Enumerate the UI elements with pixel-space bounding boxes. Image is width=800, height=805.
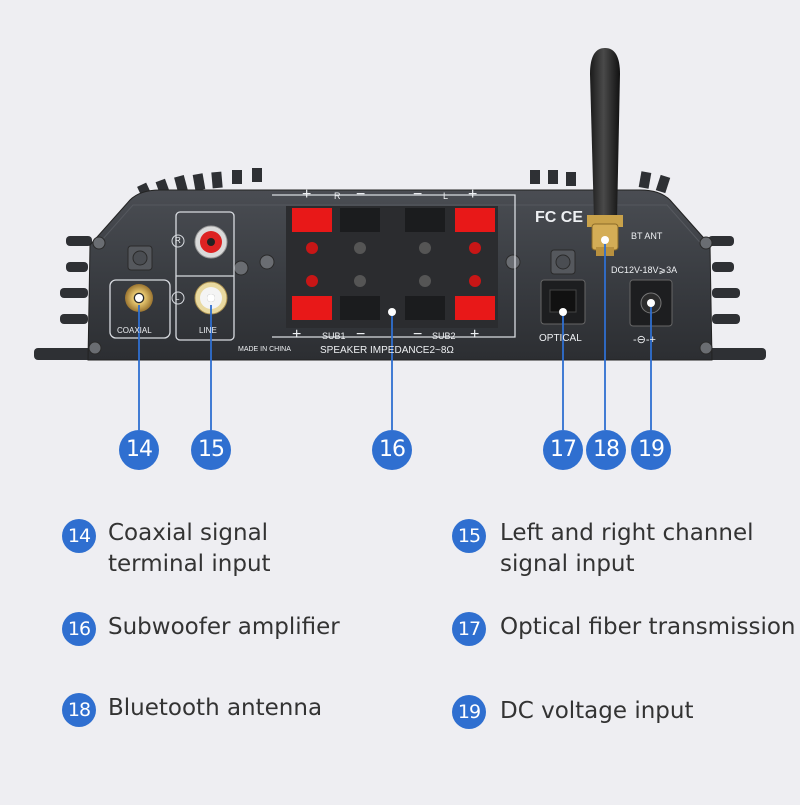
plus-bottom-left: +: [292, 326, 302, 343]
legend-text-14: Coaxial signal terminal input: [108, 518, 271, 580]
legend-line: terminal input: [108, 551, 271, 577]
callout-badge-15: 15: [191, 430, 231, 470]
legend-badge-19: 19: [452, 695, 486, 729]
coaxial-label: COAXIAL: [117, 326, 152, 335]
line-label: LINE: [199, 326, 217, 335]
legend-badge-16: 16: [62, 612, 96, 646]
r-label: R: [175, 236, 181, 245]
speaker-black-clips: [340, 208, 445, 320]
sub2-label: SUB2: [432, 331, 456, 341]
left-heatsink-fins: [34, 236, 94, 360]
r-channel-label: R: [334, 191, 341, 201]
speaker-terminal-frame: [272, 194, 516, 338]
l-channel-label: L: [443, 191, 449, 201]
plus-top-left: +: [302, 186, 312, 203]
legend-text-17: Optical fiber transmission: [500, 614, 796, 640]
legend-badge-15: 15: [452, 519, 486, 553]
dc-polarity-symbol: -⊖-+: [633, 334, 656, 346]
callout-badge-19: 19: [631, 430, 671, 470]
made-in-label: MADE IN CHINA: [238, 346, 291, 353]
speaker-holes: [306, 242, 481, 287]
legend-line: Left and right channel: [500, 520, 754, 546]
minus-bottom-right: −: [413, 326, 423, 343]
minus-top-left: −: [356, 186, 366, 203]
legend-line: signal input: [500, 551, 635, 577]
mount-blocks: [127, 245, 576, 275]
top-heatsink-fins: [137, 168, 671, 202]
dc-spec-label: DC12V-18V⩾3A: [611, 265, 678, 275]
callout-badge-14: 14: [119, 430, 159, 470]
legend-text-16: Subwoofer amplifier: [108, 614, 340, 640]
callout-dots: [135, 236, 655, 316]
legend-text-15: Left and right channel signal input: [500, 518, 754, 580]
l-label: L: [175, 293, 180, 302]
coaxial-frame: [109, 279, 171, 339]
bt-ant-label: BT ANT: [631, 231, 663, 241]
legend-line: Coaxial signal: [108, 520, 269, 546]
plus-top-right: +: [468, 186, 478, 203]
impedance-label: SPEAKER IMPEDANCE2~8Ω: [320, 345, 454, 356]
bluetooth-antenna: [590, 48, 620, 220]
callout-badge-17: 17: [543, 430, 583, 470]
right-heatsink-fins: [706, 236, 766, 360]
minus-top-right: −: [413, 186, 423, 203]
legend-badge-17: 17: [452, 612, 486, 646]
legend-text-19: DC voltage input: [500, 698, 694, 724]
sub1-label: SUB1: [322, 331, 346, 341]
legend-text-18: Bluetooth antenna: [108, 695, 323, 721]
speaker-red-clips: [292, 208, 495, 320]
minus-bottom-left: −: [356, 326, 366, 343]
callout-lines: [138, 240, 652, 430]
legend-badge-14: 14: [62, 519, 96, 553]
legend-badge-18: 18: [62, 693, 96, 727]
plus-bottom-right: +: [470, 326, 480, 343]
cert-label: FC CE: [535, 209, 583, 226]
callout-badge-18: 18: [586, 430, 626, 470]
optical-label: OPTICAL: [539, 333, 582, 344]
callout-badge-16: 16: [372, 430, 412, 470]
